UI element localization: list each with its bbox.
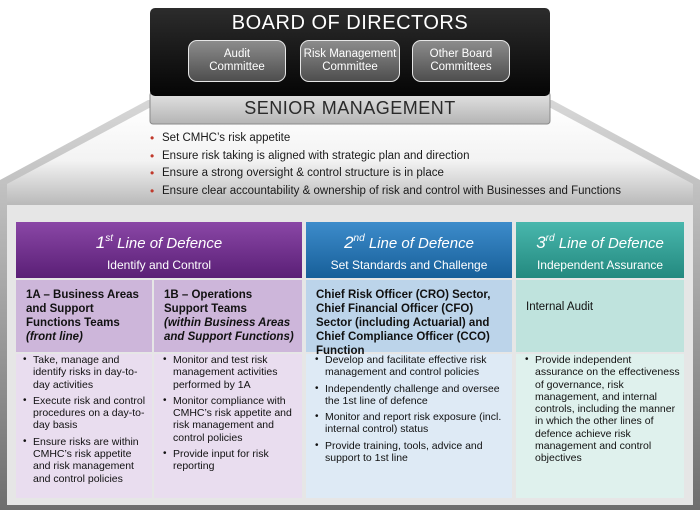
line-title: Line of Defence	[558, 235, 664, 252]
line-ordinal: 1	[95, 233, 106, 252]
senior-management-title: SENIOR MANAGEMENT	[244, 98, 456, 118]
third-line-header-bg	[516, 222, 684, 278]
activity-item: Provide training, tools, advice and supp…	[314, 440, 508, 465]
committee-label-line2: Committee	[322, 61, 378, 73]
second-line-header: 2nd Line of Defence Set Standards and Ch…	[306, 222, 512, 277]
activity-item: Monitor compliance with CMHC’s risk appe…	[162, 395, 298, 444]
activity-item: Ensure risks are within CMHC’s risk appe…	[22, 436, 148, 485]
committee-label-line1: Other Board	[429, 48, 493, 60]
line-ordinal-suffix: st	[105, 233, 113, 244]
line-ordinal-suffix: nd	[353, 233, 365, 244]
activity-item: Provide independent assurance on the eff…	[524, 354, 682, 465]
team-1b-header-bg	[154, 280, 302, 352]
second-line-header-bg	[306, 222, 512, 278]
board-title: BOARD OF DIRECTORS	[231, 12, 469, 34]
line-title: Line of Defence	[117, 235, 223, 252]
third-line-header: 3rd Line of Defence Independent Assuranc…	[516, 222, 684, 277]
team-qualifier: (within Business Areas and Support Funct…	[164, 317, 294, 343]
second-line-team-header: Chief Risk Officer (CRO) Sector, Chief F…	[306, 280, 512, 357]
first-line-header-bg	[16, 222, 302, 278]
committee-label-line2: Committees	[430, 61, 492, 73]
team-1b-header: 1B – Operations Support Teams (within Bu…	[154, 280, 302, 352]
team-1a-activities: Take, manage and identify risks in day-t…	[22, 354, 148, 489]
activity-item: Take, manage and identify risks in day-t…	[22, 354, 148, 391]
third-line-team-bg	[516, 280, 684, 352]
third-line-team-header: Internal Audit	[516, 280, 684, 352]
team-1b-activities: Monitor and test risk management activit…	[162, 354, 298, 477]
activity-item: Provide input for risk reporting	[162, 448, 298, 473]
senior-bullet: Ensure risk taking is aligned with strat…	[148, 148, 648, 166]
committee-label-line2: Committee	[209, 61, 265, 73]
senior-bullet: Ensure a strong oversight & control stru…	[148, 165, 648, 183]
team-name: 1A – Business Areas and Support Function…	[26, 289, 139, 329]
activity-item: Develop and facilitate effective risk ma…	[314, 354, 508, 379]
committee-label-line1: Risk Management	[303, 48, 397, 60]
risk-management-committee: Risk Management Committee	[300, 40, 400, 82]
team-1a-header-bg	[16, 280, 152, 352]
activity-item: Execute risk and control procedures on a…	[22, 395, 148, 432]
audit-committee: Audit Committee	[188, 40, 286, 82]
senior-bullet: Ensure clear accountability & ownership …	[148, 183, 648, 201]
line-subtitle: Identify and Control	[106, 258, 212, 272]
second-line-activities: Develop and facilitate effective risk ma…	[314, 354, 508, 468]
third-line-activities: Provide independent assurance on the eff…	[524, 354, 682, 469]
senior-management-bullets: Set CMHC’s risk appetite Ensure risk tak…	[148, 130, 648, 200]
activity-item: Monitor and test risk management activit…	[162, 354, 298, 391]
line-title: Line of Defence	[368, 235, 474, 252]
team-name: Chief Risk Officer (CRO) Sector, Chief F…	[316, 289, 491, 357]
activity-item: Independently challenge and oversee the …	[314, 383, 508, 408]
line-ordinal-suffix: rd	[545, 233, 555, 244]
other-board-committees: Other Board Committees	[412, 40, 510, 82]
team-qualifier: (front line)	[26, 331, 83, 343]
activity-item: Monitor and report risk exposure (incl. …	[314, 411, 508, 436]
first-line-header: 1st Line of Defence Identify and Control	[16, 222, 302, 277]
line-ordinal: 2	[344, 233, 354, 252]
second-line-team-bg	[306, 280, 512, 352]
team-name: Internal Audit	[526, 301, 594, 313]
line-ordinal: 3	[536, 233, 546, 252]
team-1a-header: 1A – Business Areas and Support Function…	[16, 280, 152, 352]
line-subtitle: Independent Assurance	[536, 258, 664, 272]
committee-label-line1: Audit	[223, 48, 251, 60]
senior-bullet: Set CMHC’s risk appetite	[148, 130, 648, 148]
team-name: 1B – Operations Support Teams	[164, 289, 253, 315]
line-subtitle: Set Standards and Challenge	[330, 258, 488, 272]
